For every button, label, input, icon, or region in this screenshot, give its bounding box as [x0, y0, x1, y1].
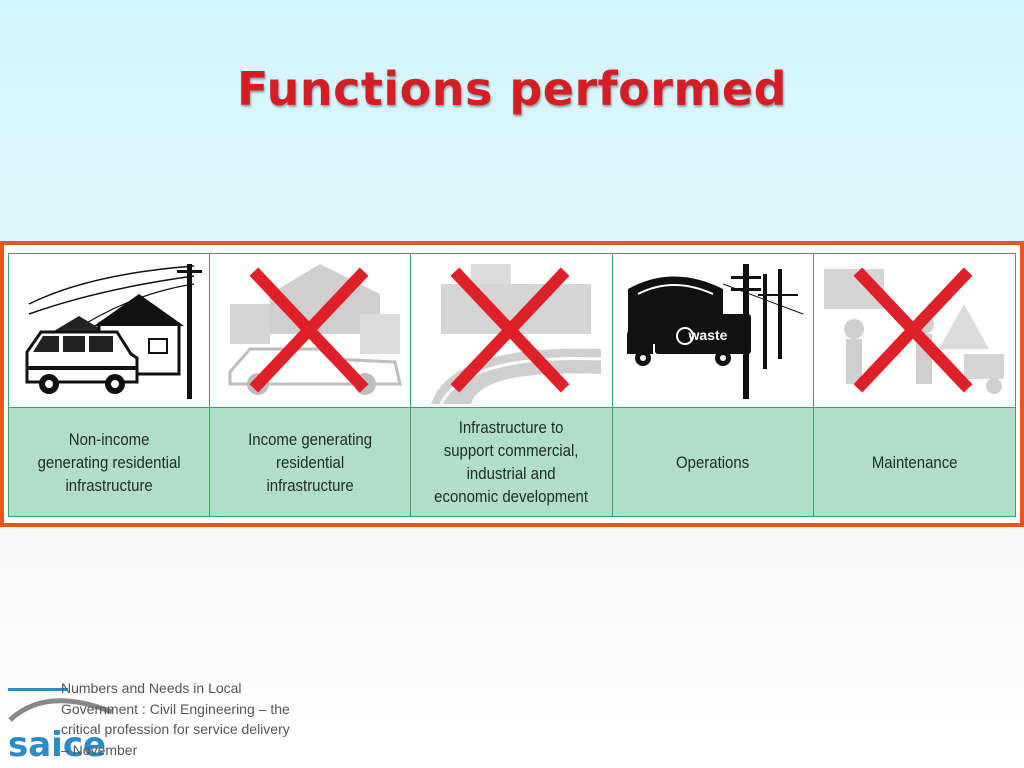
function-cell-commercial-industrial: Infrastructure to support commercial, in… — [411, 254, 613, 516]
footer-text: Numbers and Needs in Local Government : … — [61, 680, 290, 758]
function-cell-operations: waste Operations — [612, 254, 814, 516]
function-label: Non-income generating residential infras… — [9, 407, 210, 516]
saice-logo: saice — [8, 688, 113, 765]
function-label: Infrastructure to support commercial, in… — [411, 407, 612, 516]
cross-out-icon — [853, 267, 973, 393]
functions-band: Non-income generating residential infras… — [0, 241, 1024, 527]
pickup-houses-icon — [210, 254, 411, 407]
road-industry-icon — [411, 254, 612, 407]
logo-text: saice — [8, 725, 106, 765]
cross-out-icon — [249, 267, 369, 393]
function-label: Maintenance — [813, 407, 1016, 516]
road-workers-icon — [813, 254, 1016, 407]
truck-waste-text: waste — [687, 327, 727, 343]
van-houses-powerline-icon — [9, 254, 210, 407]
function-cell-income-residential: Income generating residential infrastruc… — [210, 254, 412, 516]
recycle-icon — [675, 327, 694, 345]
waste-truck-powerline-icon: waste — [612, 254, 813, 407]
function-cell-maintenance: Maintenance — [813, 254, 1016, 516]
function-label: Income generating residential infrastruc… — [210, 407, 411, 516]
function-cell-non-income-residential: Non-income generating residential infras… — [9, 254, 211, 516]
slide-title: Functions performed — [236, 62, 788, 116]
cross-out-icon — [450, 267, 570, 393]
functions-table: Non-income generating residential infras… — [8, 253, 1016, 517]
function-label: Operations — [612, 407, 813, 516]
